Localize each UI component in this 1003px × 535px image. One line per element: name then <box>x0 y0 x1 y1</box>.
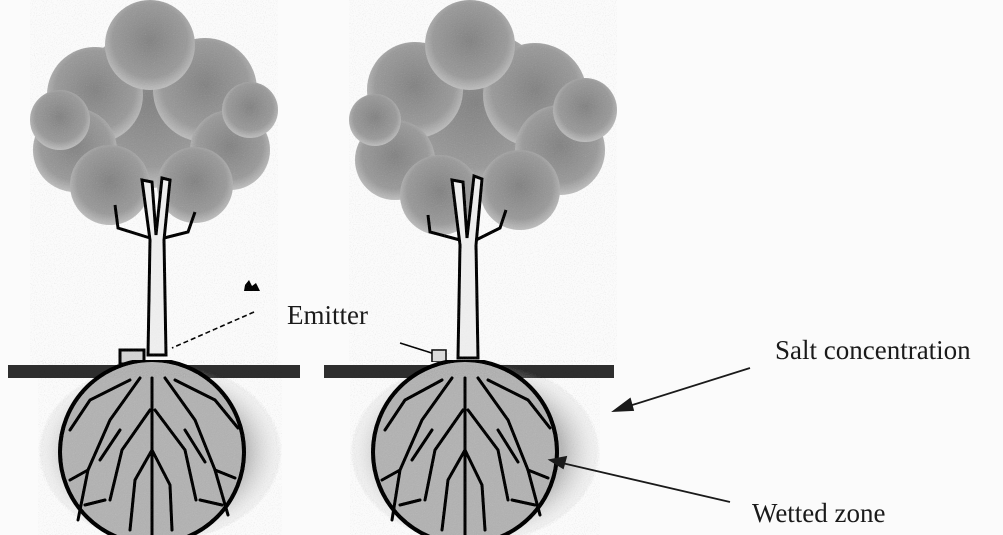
salt-concentration-arrow <box>614 368 750 411</box>
salt-concentration-label: Salt concentration <box>775 337 971 364</box>
right-wetted-zone <box>350 360 600 535</box>
right-tree-foliage <box>349 0 617 235</box>
right-emitter <box>400 343 446 362</box>
wetted-zone-label: Wetted zone <box>752 500 886 527</box>
right-tree <box>349 0 617 362</box>
emitter-label: Emitter <box>287 302 368 329</box>
left-tree <box>30 0 278 364</box>
left-emitter <box>172 280 260 348</box>
left-wetted-zone <box>38 360 282 535</box>
